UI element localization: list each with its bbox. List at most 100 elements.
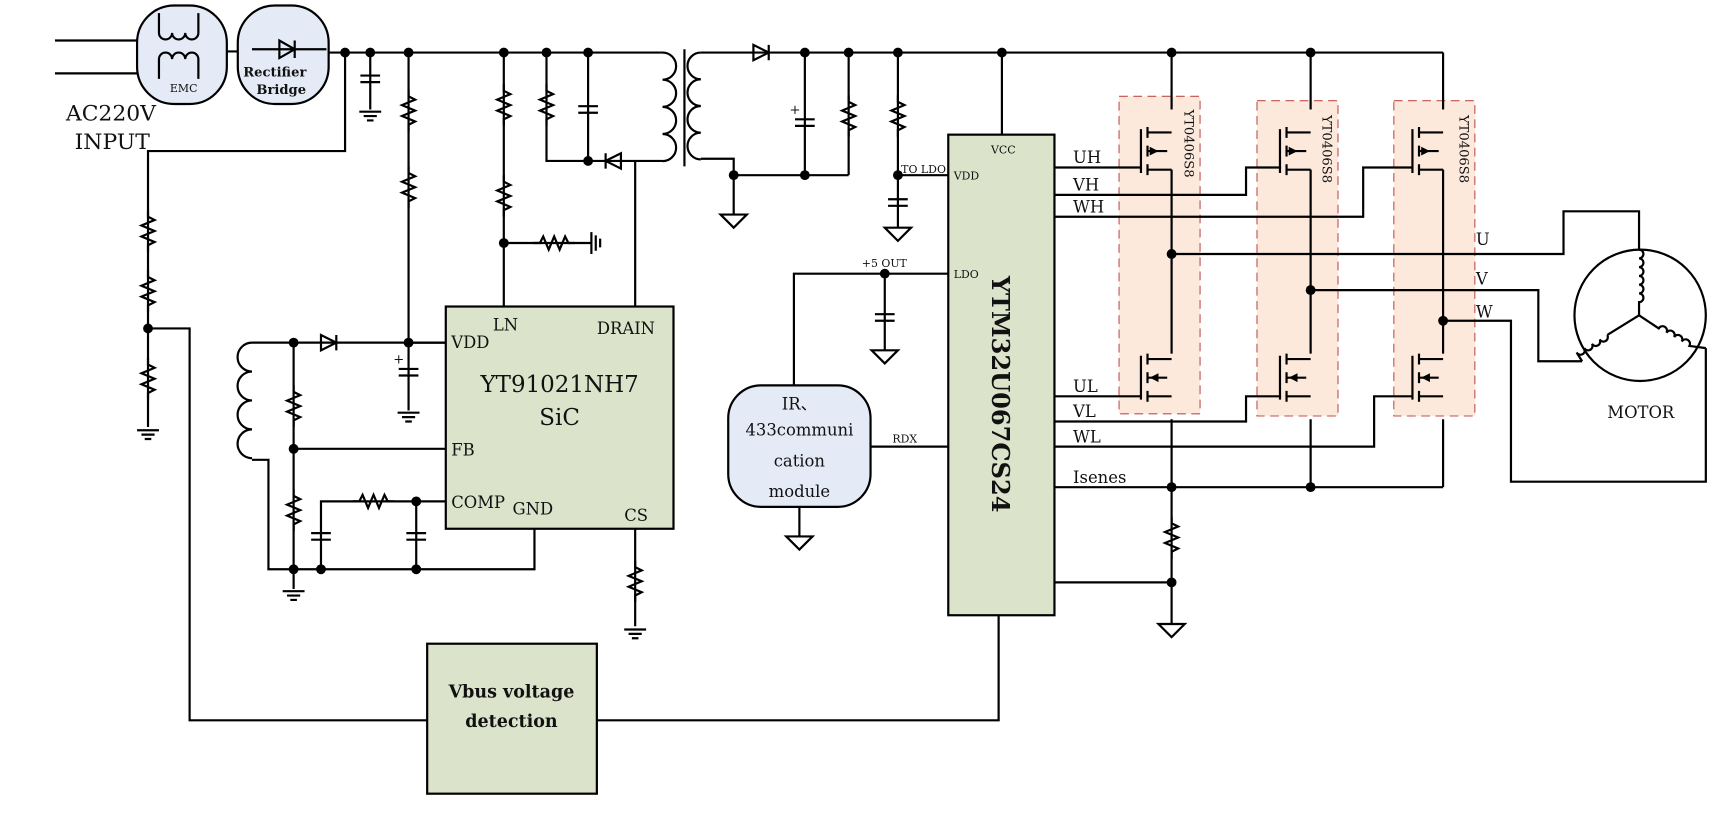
mosfet-arrow-icon <box>1421 146 1430 156</box>
mosfet <box>1278 353 1311 402</box>
mcu-output-vl: VL <box>1072 402 1096 421</box>
capacitor <box>398 367 419 377</box>
mosfet-arrow-icon <box>1288 373 1298 383</box>
power-ic-sub: SiC <box>539 405 580 431</box>
capacitor <box>888 198 908 207</box>
resistor <box>625 560 645 603</box>
mosfet-label-u: YT0406S8 <box>1181 108 1196 177</box>
inductor-coil <box>662 51 678 163</box>
components: ++ <box>137 43 1706 640</box>
capacitor <box>795 118 815 127</box>
wire <box>545 52 663 307</box>
mosfet <box>1411 353 1444 402</box>
junction-dot <box>316 564 326 575</box>
motor <box>1573 248 1707 383</box>
resistor <box>399 166 418 208</box>
pin-ln: LN <box>493 316 518 335</box>
inductor-coil <box>686 51 701 161</box>
junction-dot <box>583 156 594 166</box>
mosfet <box>1139 353 1172 402</box>
mcu-output-uh: UH <box>1073 148 1101 167</box>
resistor <box>399 89 418 132</box>
ground-icon <box>1155 622 1188 639</box>
phase-u: U <box>1476 230 1490 249</box>
motor-winding <box>1575 314 1640 362</box>
junction-dot <box>879 268 890 279</box>
emc-coil-icon <box>157 13 200 79</box>
rectifier-label-1: Rectifier <box>243 66 307 81</box>
wire <box>292 342 446 570</box>
pin-cs: CS <box>624 506 648 525</box>
junction-dot <box>1166 577 1177 588</box>
wire <box>148 327 1000 722</box>
mosfet-arrow-icon <box>1149 146 1159 156</box>
wire <box>1310 289 1583 363</box>
input-label-2: INPUT <box>75 130 151 155</box>
junction-dot <box>996 47 1007 58</box>
mosfet-group-v <box>1256 100 1339 417</box>
diode-icon <box>603 151 623 171</box>
ground-icon <box>282 590 305 602</box>
junction-dot <box>728 170 739 181</box>
junction-dot <box>1438 315 1449 326</box>
pin-comp: COMP <box>451 493 505 512</box>
junction-dot <box>403 337 414 348</box>
junction-dot <box>498 47 509 58</box>
junction-dot <box>1305 47 1316 58</box>
junction-dot <box>1166 47 1177 58</box>
power-ic-name: YT91021NH7 <box>479 372 638 398</box>
comm-label-2: 433communi <box>745 421 853 440</box>
junction-dot <box>583 47 594 58</box>
junction-dot <box>843 47 854 58</box>
mosfet <box>1278 126 1311 176</box>
pin-vdd: VDD <box>450 333 489 352</box>
vbus-label-1: Vbus voltage <box>448 682 575 702</box>
junction-dot <box>892 47 903 58</box>
wire <box>1443 319 1707 483</box>
diode-icon <box>319 333 339 353</box>
junction-dot <box>143 323 153 334</box>
mosfet-arrow-icon <box>1149 373 1159 383</box>
emc-label: EMC <box>170 82 198 95</box>
ground-icon <box>397 411 420 423</box>
junction-dot <box>1305 285 1316 296</box>
wire <box>54 39 661 75</box>
resistor <box>284 489 304 531</box>
wire <box>1171 210 1641 256</box>
junction-dot <box>892 170 903 181</box>
resistor <box>1162 516 1182 559</box>
wire <box>700 52 850 214</box>
ground-icon <box>359 110 382 122</box>
mcu-chip <box>947 133 1056 617</box>
ground-icon <box>783 535 816 552</box>
comm-module <box>727 384 872 508</box>
capacitor <box>578 105 598 114</box>
pin-gnd: GND <box>513 500 554 519</box>
plus-sign: + <box>393 352 404 367</box>
vbus-detection-box <box>426 642 598 795</box>
inductor-coil <box>236 341 253 460</box>
ground-icon <box>868 349 901 366</box>
comm-label-1: IR、 <box>782 394 817 413</box>
junction-dot <box>288 337 299 348</box>
wire <box>319 500 446 570</box>
pin-vcc: VCC <box>990 143 1016 156</box>
net-plus5: +5 OUT <box>862 257 908 270</box>
pin-mcu-vdd: VDD <box>953 170 980 183</box>
mosfet-label-v: YT0406S8 <box>1319 114 1334 183</box>
comm-label-3: cation <box>774 451 826 470</box>
mcu-output-ul: UL <box>1073 377 1098 396</box>
junction-dot <box>1305 482 1316 493</box>
mosfet-group-w <box>1393 100 1476 417</box>
net-to-ldo: TO LDO <box>901 163 946 176</box>
junction-dot <box>1166 249 1177 259</box>
comm-label-4: module <box>769 482 830 501</box>
junction-dot <box>1166 482 1177 493</box>
ground-icon <box>137 429 159 441</box>
junction-dot <box>411 496 422 507</box>
resistor <box>494 175 514 217</box>
junction-dot <box>498 238 509 248</box>
resistor <box>138 270 158 312</box>
junction-dot <box>799 47 810 58</box>
mcu-output-isenes: Isenes <box>1073 468 1126 487</box>
